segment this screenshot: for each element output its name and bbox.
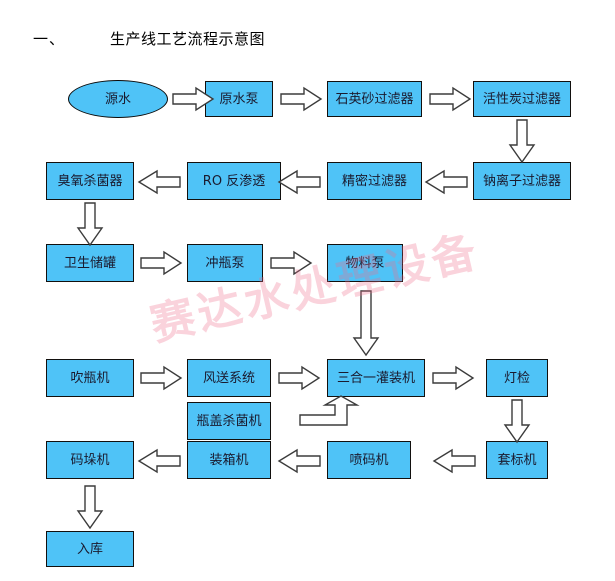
- node-inkjet-coder[interactable]: 喷码机: [327, 441, 411, 479]
- node-bottle-rinser-pump[interactable]: 冲瓶泵: [187, 244, 263, 282]
- arrow-right-5: [270, 250, 313, 276]
- arrow-left-5: [277, 448, 321, 474]
- arrow-down-2: [76, 202, 104, 247]
- page-title: 一、 生产线工艺流程示意图: [0, 28, 615, 54]
- node-activated-carbon-filter[interactable]: 活性炭过滤器: [473, 81, 571, 117]
- title-text: 生产线工艺流程示意图: [110, 30, 266, 48]
- node-precision-filter[interactable]: 精密过滤器: [327, 162, 422, 200]
- arrow-right-2: [280, 86, 323, 112]
- node-bottle-blower[interactable]: 吹瓶机: [46, 359, 134, 397]
- node-ro-reverse-osmosis[interactable]: RO 反渗透: [187, 162, 281, 200]
- node-air-conveyor-system[interactable]: 风送系统: [187, 359, 271, 397]
- node-sanitary-tank[interactable]: 卫生储罐: [46, 244, 134, 282]
- arrow-right-7: [278, 365, 321, 391]
- arrow-right-8: [432, 365, 475, 391]
- node-raw-water-pump[interactable]: 原水泵: [205, 81, 273, 117]
- arrow-left-3: [137, 169, 181, 195]
- node-light-inspection[interactable]: 灯检: [486, 359, 548, 397]
- arrow-elbow-up: [299, 395, 361, 433]
- node-ozone-sterilizer[interactable]: 臭氧杀菌器: [46, 162, 134, 200]
- arrow-left-6: [137, 448, 181, 474]
- arrow-down-1: [508, 119, 536, 164]
- node-cap-sterilizer[interactable]: 瓶盖杀菌机: [187, 402, 271, 440]
- node-three-in-one-filler[interactable]: 三合一灌装机: [327, 359, 425, 397]
- node-quartz-sand-filter[interactable]: 石英砂过滤器: [327, 81, 422, 117]
- arrow-right-3: [429, 86, 472, 112]
- node-material-pump[interactable]: 物料泵: [327, 244, 403, 282]
- arrow-right-4: [140, 250, 183, 276]
- arrow-left-2: [277, 169, 321, 195]
- node-label-sleeve-machine[interactable]: 套标机: [486, 441, 548, 479]
- arrow-left-4: [432, 448, 476, 474]
- node-palletizer[interactable]: 码垛机: [46, 441, 134, 479]
- arrow-right-1: [172, 86, 215, 112]
- node-warehouse-in[interactable]: 入库: [46, 531, 134, 567]
- arrow-down-3: [352, 290, 380, 357]
- node-case-packer[interactable]: 装箱机: [187, 441, 271, 479]
- arrow-down-5: [76, 485, 104, 530]
- arrow-right-6: [140, 365, 183, 391]
- title-number: 一、: [33, 30, 66, 48]
- arrow-left-1: [424, 169, 468, 195]
- node-sodium-ion-filter[interactable]: 钠离子过滤器: [473, 162, 571, 200]
- arrow-down-4: [503, 399, 531, 444]
- node-source-water[interactable]: 源水: [68, 80, 168, 118]
